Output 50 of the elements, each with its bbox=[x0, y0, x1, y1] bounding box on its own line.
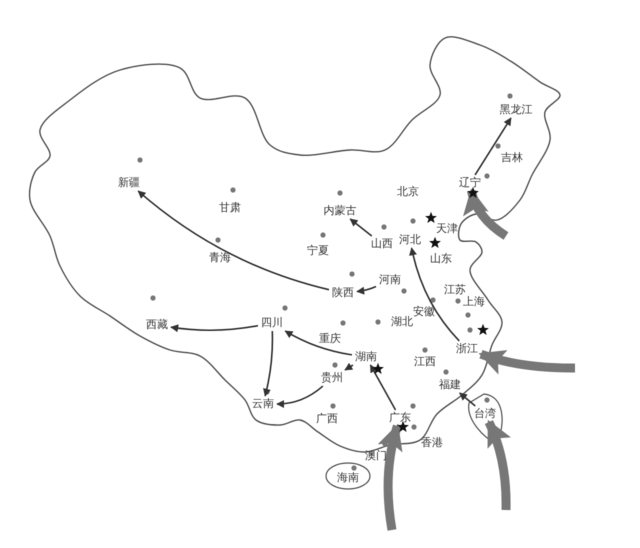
province-label: 重庆 bbox=[318, 332, 342, 346]
province-label: 广东 bbox=[388, 412, 412, 424]
province-label: 吉林 bbox=[500, 152, 524, 164]
province-label: 黑龙江 bbox=[498, 104, 534, 116]
province-label: 山东 bbox=[429, 252, 453, 266]
province-label: 上海 bbox=[462, 296, 486, 308]
province-label: 河北 bbox=[398, 234, 422, 246]
province-label: 天津 bbox=[435, 222, 459, 236]
province-label: 浙江 bbox=[455, 342, 479, 356]
province-label: 西藏 bbox=[145, 318, 169, 332]
province-label: 新疆 bbox=[117, 176, 141, 190]
province-label: 广西 bbox=[315, 412, 339, 426]
arrow bbox=[409, 247, 460, 342]
province-label: 山西 bbox=[370, 238, 394, 250]
province-label: 四川 bbox=[260, 316, 284, 330]
province-label: 北京 bbox=[396, 186, 420, 198]
arrow bbox=[370, 364, 396, 410]
province-label: 澳门 bbox=[364, 450, 388, 462]
large-arrow bbox=[484, 420, 511, 510]
arrow bbox=[276, 385, 324, 408]
province-label: 福建 bbox=[438, 378, 462, 392]
province-label: 安徽 bbox=[413, 306, 436, 318]
arrow bbox=[344, 362, 354, 371]
province-label: 青海 bbox=[208, 252, 232, 264]
province-label: 江西 bbox=[413, 356, 437, 368]
province-label: 海南 bbox=[336, 472, 360, 484]
arrow bbox=[138, 190, 330, 290]
arrow bbox=[262, 331, 274, 397]
arrow bbox=[474, 117, 512, 176]
arrow bbox=[170, 324, 258, 332]
province-label: 贵州 bbox=[320, 372, 344, 384]
province-label: 湖北 bbox=[390, 316, 414, 328]
province-label: 辽宁 bbox=[458, 176, 482, 190]
province-label: 江苏 bbox=[443, 284, 467, 296]
large-arrow bbox=[478, 350, 576, 374]
province-label: 湖南 bbox=[354, 350, 378, 364]
province-label: 台湾 bbox=[473, 408, 497, 420]
province-label: 河南 bbox=[378, 274, 402, 286]
arrow bbox=[356, 286, 376, 295]
province-label: 云南 bbox=[251, 398, 275, 410]
arrow bbox=[284, 330, 352, 356]
large-arrow bbox=[464, 188, 508, 240]
province-label: 香港 bbox=[420, 436, 444, 450]
large-arrow bbox=[378, 424, 404, 531]
province-label: 陕西 bbox=[331, 286, 355, 300]
arrow bbox=[459, 392, 476, 407]
province-label: 内蒙古 bbox=[322, 204, 358, 218]
province-label: 宁夏 bbox=[306, 244, 330, 258]
arrow bbox=[350, 218, 372, 237]
province-label: 甘肃 bbox=[218, 202, 242, 214]
